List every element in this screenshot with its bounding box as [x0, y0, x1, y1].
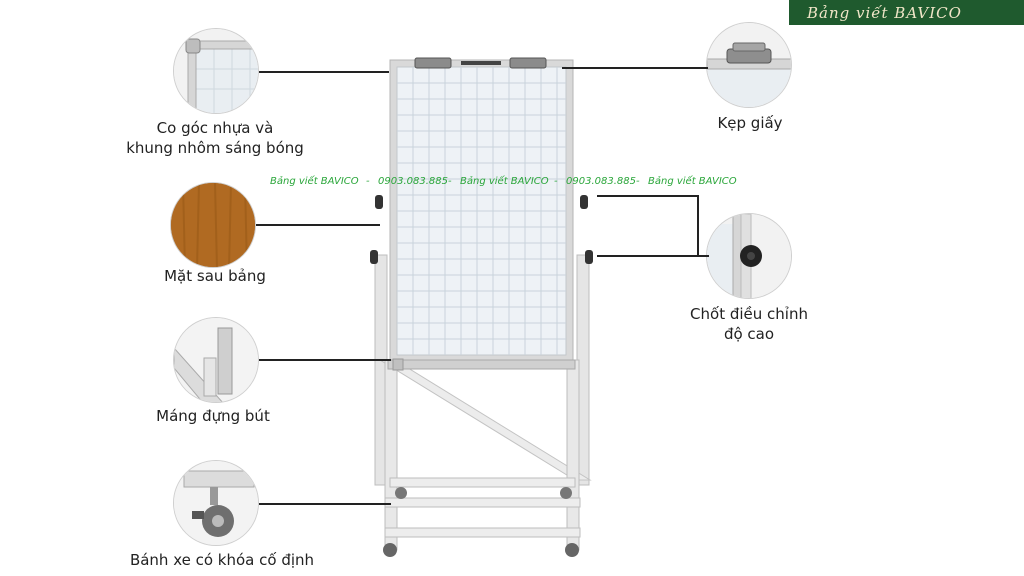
brand-text: Bảng viết BAVICO	[807, 3, 962, 22]
board-grid	[397, 67, 566, 355]
paper-clip-image	[706, 22, 792, 108]
knob-label: Chốt điều chỉnh độ cao	[690, 305, 808, 343]
wheel-rear-right	[560, 487, 572, 499]
corner-label: Co góc nhựa và khung nhôm sáng bóng	[126, 119, 304, 157]
watermark-phone-1: 0903.083.885	[378, 176, 448, 187]
watermark-phone-2: 0903.083.885	[566, 176, 636, 187]
knob-pointer-line-vertical	[697, 195, 699, 257]
watermark-brand-2: Bảng viết BAVICO	[460, 176, 549, 187]
clip-pointer-line	[562, 67, 708, 69]
watermark-separator-3: -	[554, 176, 558, 187]
paper-clip-right	[509, 57, 547, 69]
wheel-rear-left	[395, 487, 407, 499]
back-pointer-line	[256, 224, 380, 226]
watermark-brand-1: Bảng viết BAVICO	[270, 176, 359, 187]
left-front-leg	[384, 359, 398, 551]
watermark-separator-2: -	[448, 176, 452, 187]
wheel-label: Bánh xe có khóa cố định	[129, 551, 315, 569]
knob-pointer-line-lower	[597, 255, 709, 257]
pen-tray-image	[173, 317, 259, 403]
watermark-separator-4: -	[636, 176, 640, 187]
wheel-pointer-line	[259, 503, 391, 505]
right-front-leg	[566, 359, 580, 551]
wheel-front-right	[565, 543, 579, 557]
corner-detail-image	[173, 28, 259, 114]
wheel-front-left	[383, 543, 397, 557]
flipchart-stand	[370, 57, 593, 557]
back-label: Mặt sau bảng	[164, 267, 266, 285]
tray-label: Máng đựng bút	[156, 407, 270, 425]
clip-label: Kẹp giấy	[717, 114, 783, 132]
wheel-image	[173, 460, 259, 546]
tray-pointer-line	[259, 359, 391, 361]
watermark-separator-1: -	[366, 176, 370, 187]
height-knob-image	[706, 213, 792, 299]
knob-pointer-line-upper	[597, 195, 697, 197]
brand-logo: Bảng viết BAVICO	[789, 0, 1024, 25]
board-back-image	[170, 182, 256, 268]
pen-tray	[387, 359, 576, 370]
paper-clip-left	[414, 57, 452, 69]
corner-pointer-line	[259, 71, 389, 73]
watermark-brand-3: Bảng viết BAVICO	[648, 176, 737, 187]
